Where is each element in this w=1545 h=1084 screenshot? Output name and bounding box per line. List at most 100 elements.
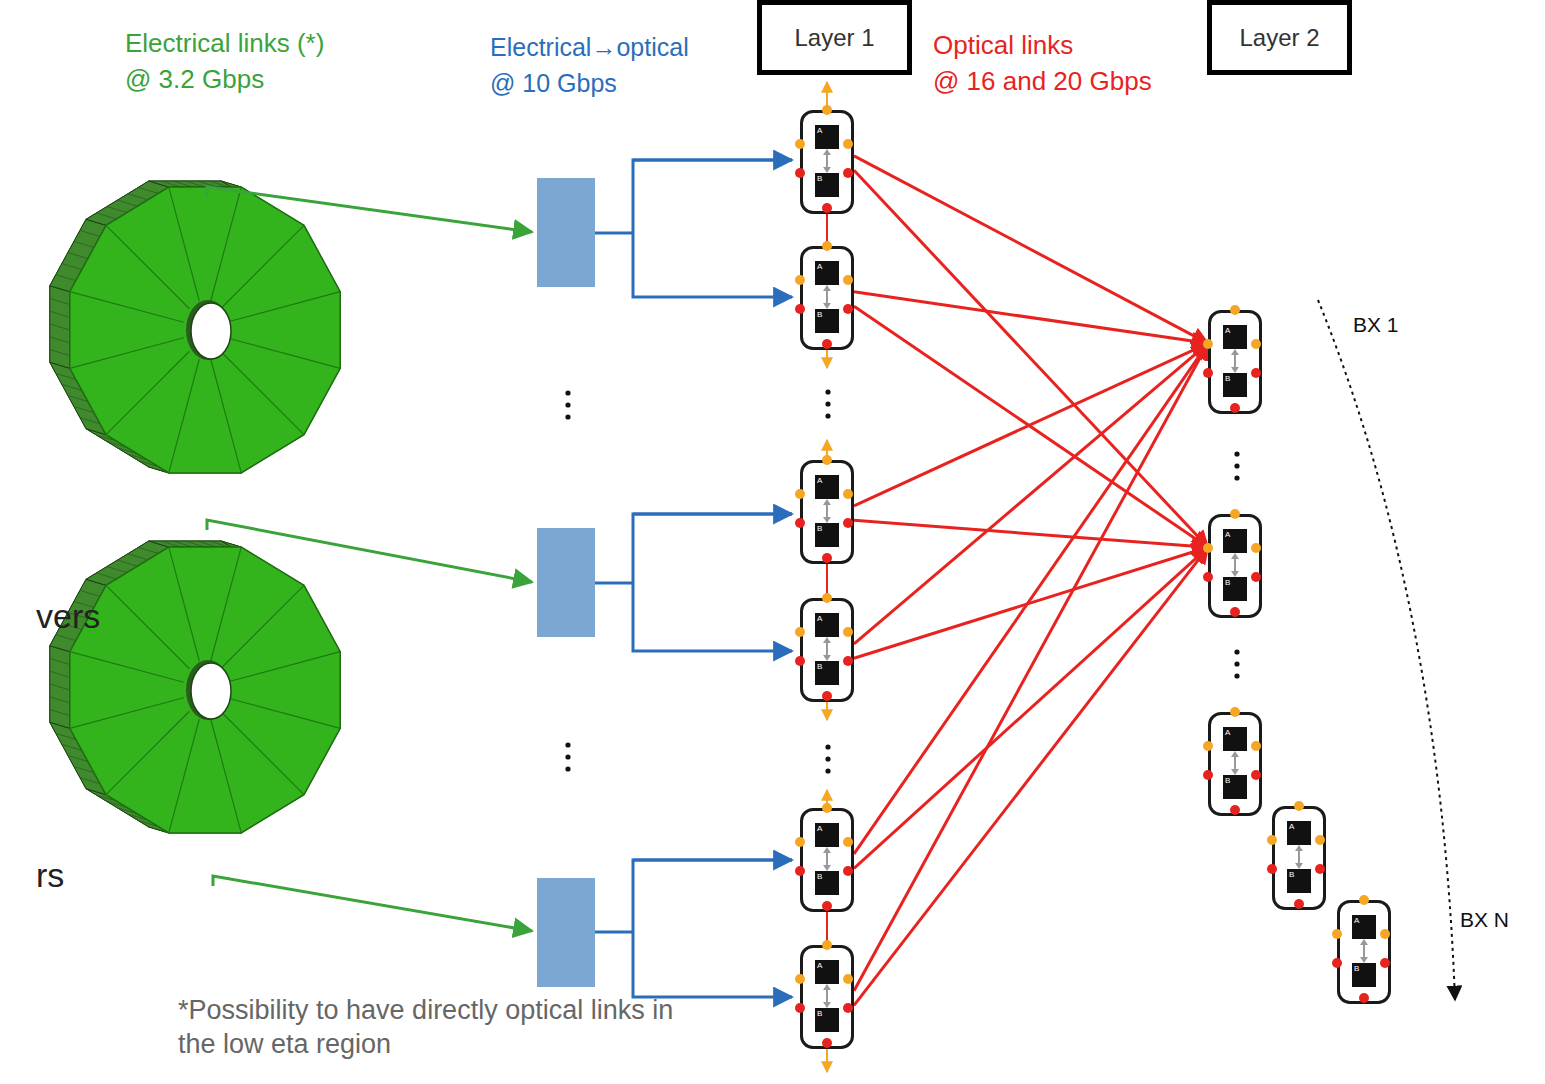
processing-board: AB (800, 110, 854, 214)
fpga-chip: A (815, 613, 839, 637)
disc-part (50, 324, 70, 330)
disc-part (185, 541, 205, 547)
disc-part (70, 292, 184, 323)
port-dot (1251, 543, 1261, 553)
disc-part (226, 652, 340, 683)
board-link (826, 82, 828, 1072)
disc-part (106, 351, 189, 434)
disc-part (70, 187, 340, 473)
port-dot (843, 518, 853, 528)
disc-part (226, 698, 340, 729)
fpga-chip: B (815, 661, 839, 685)
disc-part (80, 230, 100, 236)
port-dot (822, 455, 832, 465)
port-dot (1230, 509, 1240, 519)
disc-part (50, 298, 70, 304)
fpga-chip: B (815, 871, 839, 895)
disc-part (50, 684, 70, 690)
port-dot (1332, 929, 1342, 939)
port-dot (1203, 543, 1213, 553)
port-dot (1230, 403, 1240, 413)
disc-part (70, 698, 184, 729)
electrical-link (207, 187, 532, 931)
annotation-label: @ 16 and 20 Gbps (933, 66, 1152, 97)
chip-letter: A (815, 613, 839, 623)
port-dot (1251, 770, 1261, 780)
chip-letter: A (815, 960, 839, 970)
port-dot (843, 304, 853, 314)
disc-part (226, 338, 340, 369)
port-dot (843, 168, 853, 178)
chip-letter: B (815, 661, 839, 671)
optical-link (854, 343, 1208, 506)
disc-part (221, 225, 304, 308)
disc-part (50, 710, 70, 716)
chip-letter: A (815, 475, 839, 485)
port-dot (1294, 801, 1304, 811)
disc-part (211, 719, 242, 833)
port-dot (822, 1038, 832, 1048)
chip-letter: A (1223, 529, 1247, 539)
port-dot (795, 1003, 805, 1013)
fpga-chip: A (815, 261, 839, 285)
processing-board: AB (1208, 712, 1262, 816)
chip-letter: B (1223, 775, 1247, 785)
disc-part (186, 660, 230, 720)
disc-part (197, 541, 217, 547)
port-dot (822, 203, 832, 213)
annotation-label: rs (36, 855, 64, 896)
processing-board: AB (1337, 900, 1391, 1004)
annotation-label: BX 1 (1353, 312, 1399, 337)
optical-link (854, 547, 1208, 868)
port-dot (1203, 770, 1213, 780)
disc-part (128, 194, 148, 200)
chip-letter: A (815, 261, 839, 271)
port-dot (1230, 707, 1240, 717)
ellipsis-dots (565, 389, 1239, 773)
disc-part (226, 292, 340, 323)
fpga-chip: A (815, 125, 839, 149)
disc-part (221, 585, 304, 668)
annotation-label: Electrical→optical (490, 32, 689, 62)
processing-board: AB (800, 246, 854, 350)
port-dot (822, 241, 832, 251)
optical-link (854, 292, 1208, 344)
port-dot (1203, 572, 1213, 582)
disc-part (169, 547, 200, 661)
port-dot (1251, 368, 1261, 378)
port-dot (1230, 305, 1240, 315)
chip-letter: A (815, 823, 839, 833)
port-dot (795, 837, 805, 847)
disc-part (50, 350, 70, 356)
bx-arrow (1318, 300, 1455, 1000)
disc-part (62, 264, 82, 270)
port-dot (1251, 572, 1261, 582)
optical-link (854, 306, 1208, 547)
disc-part (169, 359, 200, 473)
optical-link (854, 520, 1208, 547)
fpga-chip: A (1352, 915, 1376, 939)
port-dot (795, 275, 805, 285)
port-dot (822, 901, 832, 911)
port-dot (1230, 607, 1240, 617)
disc-part (56, 635, 76, 641)
disc-part (185, 181, 205, 187)
optical-link (854, 343, 1208, 991)
port-dot (795, 518, 805, 528)
disc-part (96, 213, 116, 219)
fpga-chip: A (815, 475, 839, 499)
disc-part (169, 187, 200, 301)
port-dot (1251, 339, 1261, 349)
port-dot (822, 553, 832, 563)
disc-part (80, 590, 100, 596)
chip-letter: A (1223, 727, 1247, 737)
port-dot (1203, 339, 1213, 349)
disc-part (50, 311, 70, 317)
disc-part (50, 697, 70, 703)
disc-part (106, 225, 189, 308)
disc-part (106, 711, 189, 794)
port-dot (843, 656, 853, 666)
annotation-label: BX N (1460, 907, 1509, 932)
disc-part (161, 541, 181, 547)
